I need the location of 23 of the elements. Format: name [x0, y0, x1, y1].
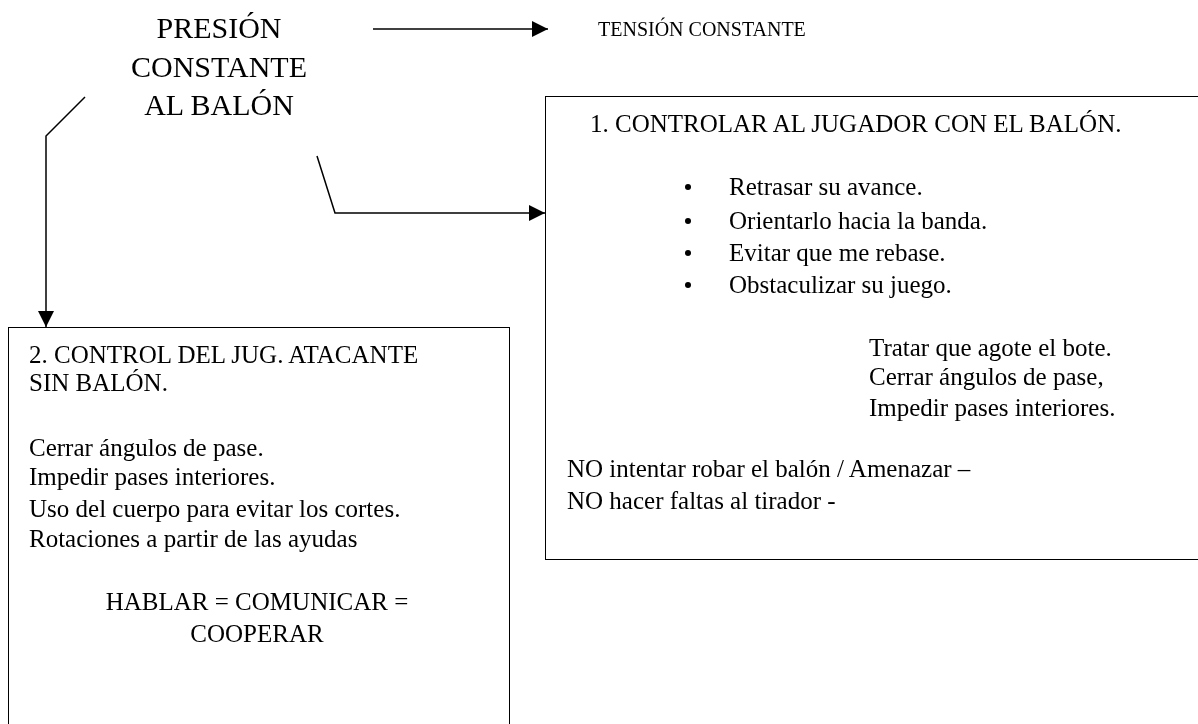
- body-text: TENSIÓN CONSTANTE: [598, 16, 806, 42]
- body-text: Tratar que agote el bote.: [869, 333, 1112, 363]
- arrow: [38, 96, 86, 328]
- title-text: PRESIÓN CONSTANTE AL BALÓN: [130, 10, 308, 123]
- body-text: Cerrar ángulos de pase.: [29, 433, 264, 463]
- body-text: NO hacer faltas al tirador -: [567, 486, 836, 516]
- process-box: [8, 327, 510, 724]
- body-text: NO intentar robar el balón / Amenazar –: [567, 454, 971, 484]
- body-text: Rotaciones a partir de las ayudas: [29, 524, 358, 554]
- body-text: Evitar que me rebase.: [729, 238, 946, 268]
- arrow: [316, 155, 546, 221]
- body-text: Impedir pases interiores.: [869, 393, 1116, 423]
- heading-text: 1. CONTROLAR AL JUGADOR CON EL BALÓN.: [590, 109, 1122, 139]
- body-text: Retrasar su avance.: [729, 172, 923, 202]
- body-text: Cerrar ángulos de pase,: [869, 362, 1104, 392]
- body-text: Obstaculizar su juego.: [729, 270, 952, 300]
- body-text: Orientarlo hacia la banda.: [729, 206, 988, 236]
- heading-text: 2. CONTROL DEL JUG. ATACANTE SIN BALÓN.: [29, 341, 420, 397]
- body-text: Uso del cuerpo para evitar los cortes.: [29, 494, 401, 524]
- process-box: [545, 96, 1198, 560]
- body-text: Impedir pases interiores.: [29, 462, 276, 492]
- body-text: HABLAR = COMUNICAR = COOPERAR: [104, 587, 410, 649]
- arrow: [372, 21, 549, 37]
